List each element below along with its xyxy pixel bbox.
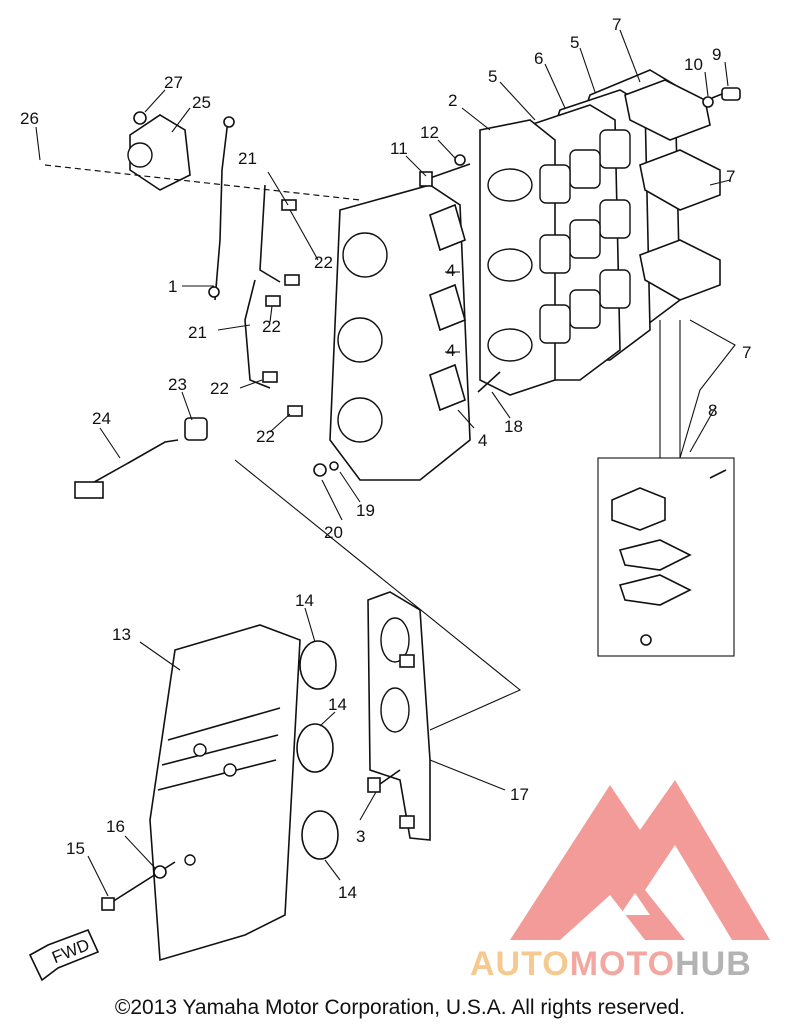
forward-arrow-icon: FWD [28,928,100,982]
callout-22: 22 [210,379,229,398]
exhaust-cover-13 [149,624,301,962]
hose-21-upper [259,184,281,283]
clip-22e [287,405,303,417]
automotohub-watermark: AUTOMOTOHUB [470,945,795,984]
callout-19: 19 [356,501,375,520]
callout-24: 24 [92,409,111,428]
leader-lines [35,29,731,897]
callout-18: 18 [504,417,523,436]
callout-4: 4 [446,261,455,280]
bolt-3 [367,769,401,793]
callout-14: 14 [295,591,314,610]
stud-18 [477,371,501,393]
callout-22: 22 [256,427,275,446]
clip-22b [284,274,300,286]
bolt-11 [419,163,471,187]
screw-9 [711,87,741,101]
callout-12: 12 [420,123,439,142]
callout-7: 7 [612,15,621,34]
callout-21: 21 [188,323,207,342]
callout-3: 3 [356,827,365,846]
copyright-notice: ©2013 Yamaha Motor Corporation, U.S.A. A… [114,996,686,1019]
callout-5: 5 [488,67,497,86]
watermark-moto: MOTO [569,945,676,983]
automotohub-logo-icon [510,780,770,940]
callout-7: 7 [742,343,751,362]
intake-manifold [329,184,471,481]
link-rod-1 [214,119,229,301]
callout-8: 8 [708,401,717,420]
callout-2: 2 [448,91,457,110]
callout-9: 9 [712,45,721,64]
washer-16 [153,865,167,879]
watermark-auto: AUTO [470,945,570,983]
watermark-hub: HUB [675,945,752,983]
callout-26: 26 [20,109,39,128]
guide-line-17 [234,459,522,731]
callout-5: 5 [570,33,579,52]
callout-21: 21 [238,149,257,168]
callout-17: 17 [510,785,529,804]
washer-19 [329,461,339,471]
callout-27: 27 [164,73,183,92]
callout-6: 6 [534,49,543,68]
callout-14: 14 [338,883,357,902]
lead-wire-24 [79,439,179,491]
clip-22c [265,295,281,307]
callout-1: 1 [168,277,177,296]
callout-20: 20 [324,523,343,542]
connector-24 [74,481,104,499]
callout-25: 25 [192,93,211,112]
reed-detail-inset [597,457,735,657]
gasket-17 [367,591,431,841]
callout-23: 23 [168,375,187,394]
screw-27 [133,111,147,125]
clip-22a [281,199,297,211]
callout-13: 13 [112,625,131,644]
washer-12 [454,154,466,166]
callout-16: 16 [106,817,125,836]
rubber-seals-14 [296,640,339,860]
callout-11: 11 [390,139,408,158]
reed-valve-blocks [624,79,721,301]
washer-10 [702,96,714,108]
callout-4: 4 [478,431,487,450]
clip-22d [262,371,278,383]
callout-15: 15 [66,839,85,858]
callout-22: 22 [262,317,281,336]
callout-numbers: 1 2 3 4 4 4 5 5 6 7 7 7 8 9 10 11 12 13 … [20,15,751,902]
callout-10: 10 [684,55,703,74]
hose-21-lower [244,279,271,389]
thermoswitch-23 [184,417,208,441]
callout-4: 4 [446,341,455,360]
nut-20 [313,463,327,477]
callout-22: 22 [314,253,333,272]
reed-plate-stack [479,69,681,396]
parts-diagram: FWD [20,15,751,982]
callout-7: 7 [726,167,735,186]
solenoid-25 [127,114,191,191]
guide-line-26 [44,164,361,201]
callout-14: 14 [328,695,347,714]
